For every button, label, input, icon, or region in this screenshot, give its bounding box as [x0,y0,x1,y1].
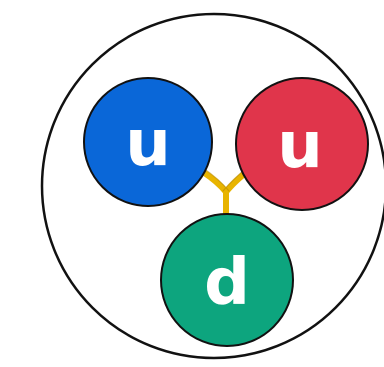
quark-up-1-label: u [125,107,171,181]
quark-down-label: d [204,246,250,320]
quark-up-1: u [84,78,212,206]
gluon-connector [203,170,249,214]
quark-up-2-label: u [277,109,323,183]
quark-down: d [161,214,293,346]
quark-up-2: u [236,78,368,210]
